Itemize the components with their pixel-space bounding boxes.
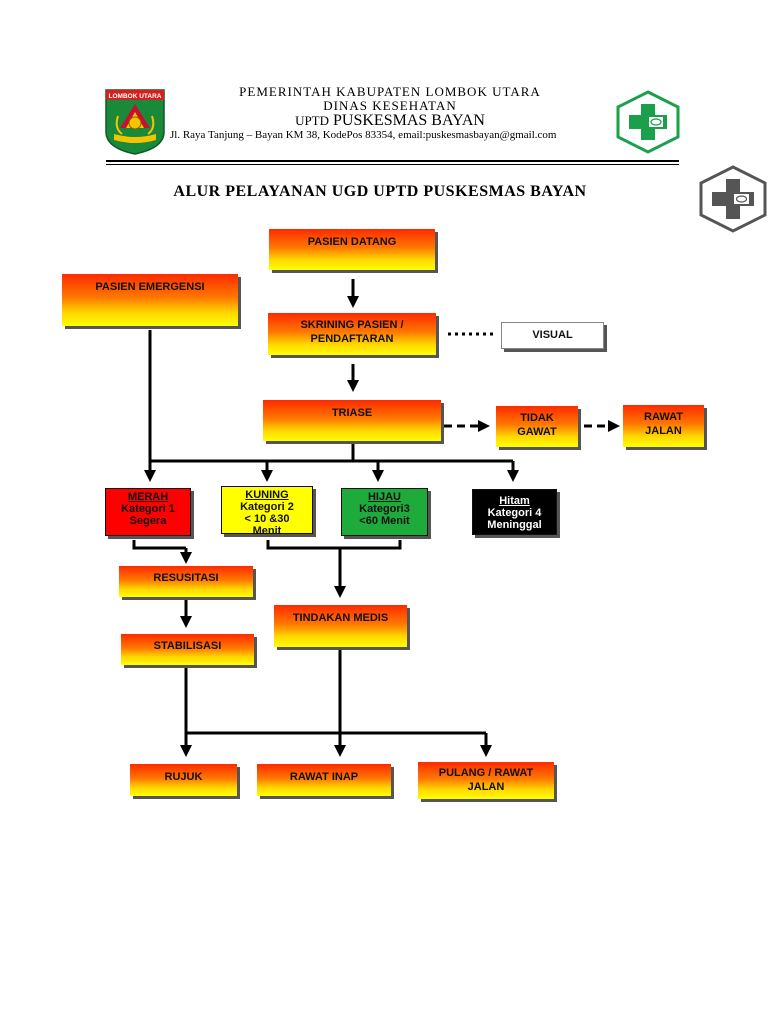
box-tindakan-medis: TINDAKAN MEDIS xyxy=(274,605,407,647)
box-category-kuning: KUNING Kategori 2 < 10 &30 Menit xyxy=(221,486,313,534)
hitam-title: Hitam xyxy=(499,495,530,507)
box-category-hijau: HIJAU Kategori3 <60 Menit xyxy=(341,488,428,536)
hitam-line2: Meninggal xyxy=(487,519,542,531)
rawat-jalan-line1: RAWAT xyxy=(644,411,683,423)
header-government-line: PEMERINTAH KABUPATEN LOMBOK UTARA xyxy=(239,84,541,99)
triase-label: TRIASE xyxy=(331,407,373,419)
pulang-line1: PULANG / RAWAT xyxy=(438,767,534,779)
hijau-line2: <60 Menit xyxy=(359,515,410,527)
line-merah-to-resusitasi xyxy=(132,540,186,550)
box-triase: TRIASE xyxy=(263,400,441,441)
box-category-hitam: Hitam Kategori 4 Meninggal xyxy=(472,489,557,535)
header-address: Jl. Raya Tanjung – Bayan KM 38, KodePos … xyxy=(170,129,557,141)
pasien-datang-label: PASIEN DATANG xyxy=(307,236,397,248)
box-pasien-datang: PASIEN DATANG xyxy=(269,229,435,270)
merah-title: MERAH xyxy=(127,491,169,503)
rawat-jalan-line2: JALAN xyxy=(645,425,682,437)
header-unit-line: UPTD PUSKESMAS BAYAN xyxy=(60,112,720,130)
header-divider xyxy=(106,160,679,162)
stabilisasi-label: STABILISASI xyxy=(153,640,222,652)
box-rawat-jalan: RAWAT JALAN xyxy=(623,405,704,447)
page-title: ALUR PELAYANAN UGD UPTD PUSKESMAS BAYAN xyxy=(173,183,587,200)
skrining-label-line1: SKRINING PASIEN / xyxy=(300,319,404,331)
puskesmas-cross-logo-icon xyxy=(615,90,681,154)
header-unit-name: PUSKESMAS BAYAN xyxy=(333,112,485,129)
pasien-emergensi-label: PASIEN EMERGENSI xyxy=(95,281,205,293)
box-resusitasi: RESUSITASI xyxy=(119,566,253,597)
box-pulang-rawat-jalan: PULANG / RAWAT JALAN xyxy=(418,762,554,799)
box-pasien-emergensi: PASIEN EMERGENSI xyxy=(62,274,238,326)
puskesmas-cross-logo-gray-icon xyxy=(698,165,768,233)
merah-line1: Kategori 1 xyxy=(121,503,175,515)
tindakan-medis-label: TINDAKAN MEDIS xyxy=(292,612,389,624)
header-divider-thin xyxy=(106,164,679,165)
lombok-utara-emblem-icon: LOMBOK UTARA xyxy=(104,88,166,156)
header-unit-prefix: UPTD xyxy=(295,113,330,128)
kuning-line2: < 10 &30 xyxy=(244,513,290,525)
box-rawat-inap: RAWAT INAP xyxy=(257,764,391,796)
skrining-label-line2: PENDAFTARAN xyxy=(310,333,394,345)
box-skrining: SKRINING PASIEN / PENDAFTARAN xyxy=(268,313,436,355)
tidak-gawat-line2: GAWAT xyxy=(517,426,557,438)
box-rujuk: RUJUK xyxy=(130,764,237,796)
line-kuning-hijau-join xyxy=(266,540,402,550)
merah-line2: Segera xyxy=(129,515,167,527)
visual-label: VISUAL xyxy=(532,329,573,341)
box-category-merah: MERAH Kategori 1 Segera xyxy=(105,488,191,536)
resusitasi-label: RESUSITASI xyxy=(153,572,219,584)
kuning-line1: Kategori 2 xyxy=(240,501,294,513)
pulang-line2: JALAN xyxy=(467,781,505,793)
emblem-banner-text: LOMBOK UTARA xyxy=(109,93,162,100)
kuning-title: KUNING xyxy=(245,489,289,501)
tidak-gawat-line1: TIDAK xyxy=(520,412,554,424)
hitam-line1: Kategori 4 xyxy=(487,507,542,519)
hijau-line1: Kategori3 xyxy=(359,503,410,515)
header-department-line: DINAS KESEHATAN xyxy=(323,98,457,113)
box-visual: VISUAL xyxy=(501,322,604,349)
rawat-inap-label: RAWAT INAP xyxy=(289,771,359,783)
rujuk-label: RUJUK xyxy=(164,771,203,783)
kuning-line3: Menit xyxy=(252,525,282,534)
box-stabilisasi: STABILISASI xyxy=(121,634,254,665)
hijau-title: HIJAU xyxy=(367,491,401,503)
box-tidak-gawat: TIDAK GAWAT xyxy=(496,406,578,447)
